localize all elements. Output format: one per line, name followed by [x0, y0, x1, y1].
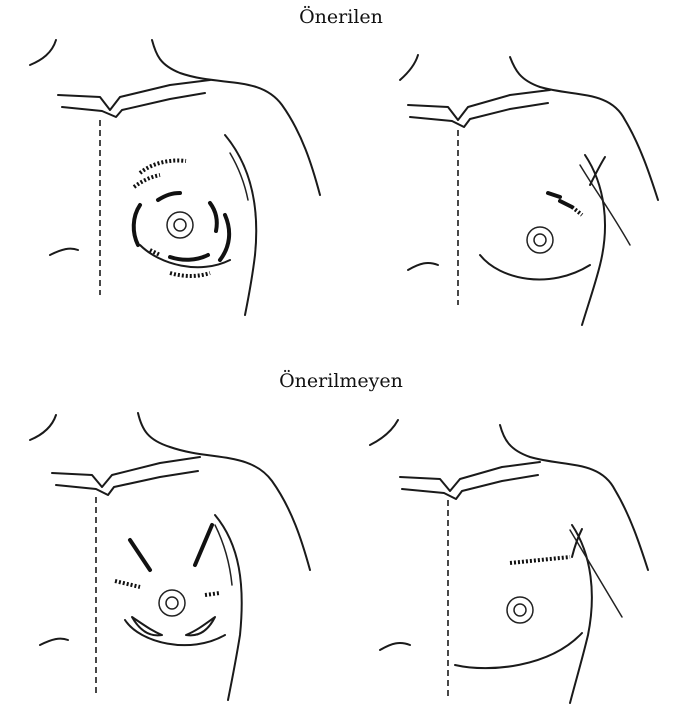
section-title-recommended: Önerilen — [0, 6, 682, 28]
torso-diagram-not-recommended-left — [20, 405, 340, 710]
torso-diagram-recommended-left — [20, 35, 340, 335]
torso-diagram-not-recommended-right — [360, 405, 670, 710]
torso-diagram-recommended-right — [360, 35, 670, 335]
section-title-not-recommended: Önerilmeyen — [0, 370, 682, 392]
